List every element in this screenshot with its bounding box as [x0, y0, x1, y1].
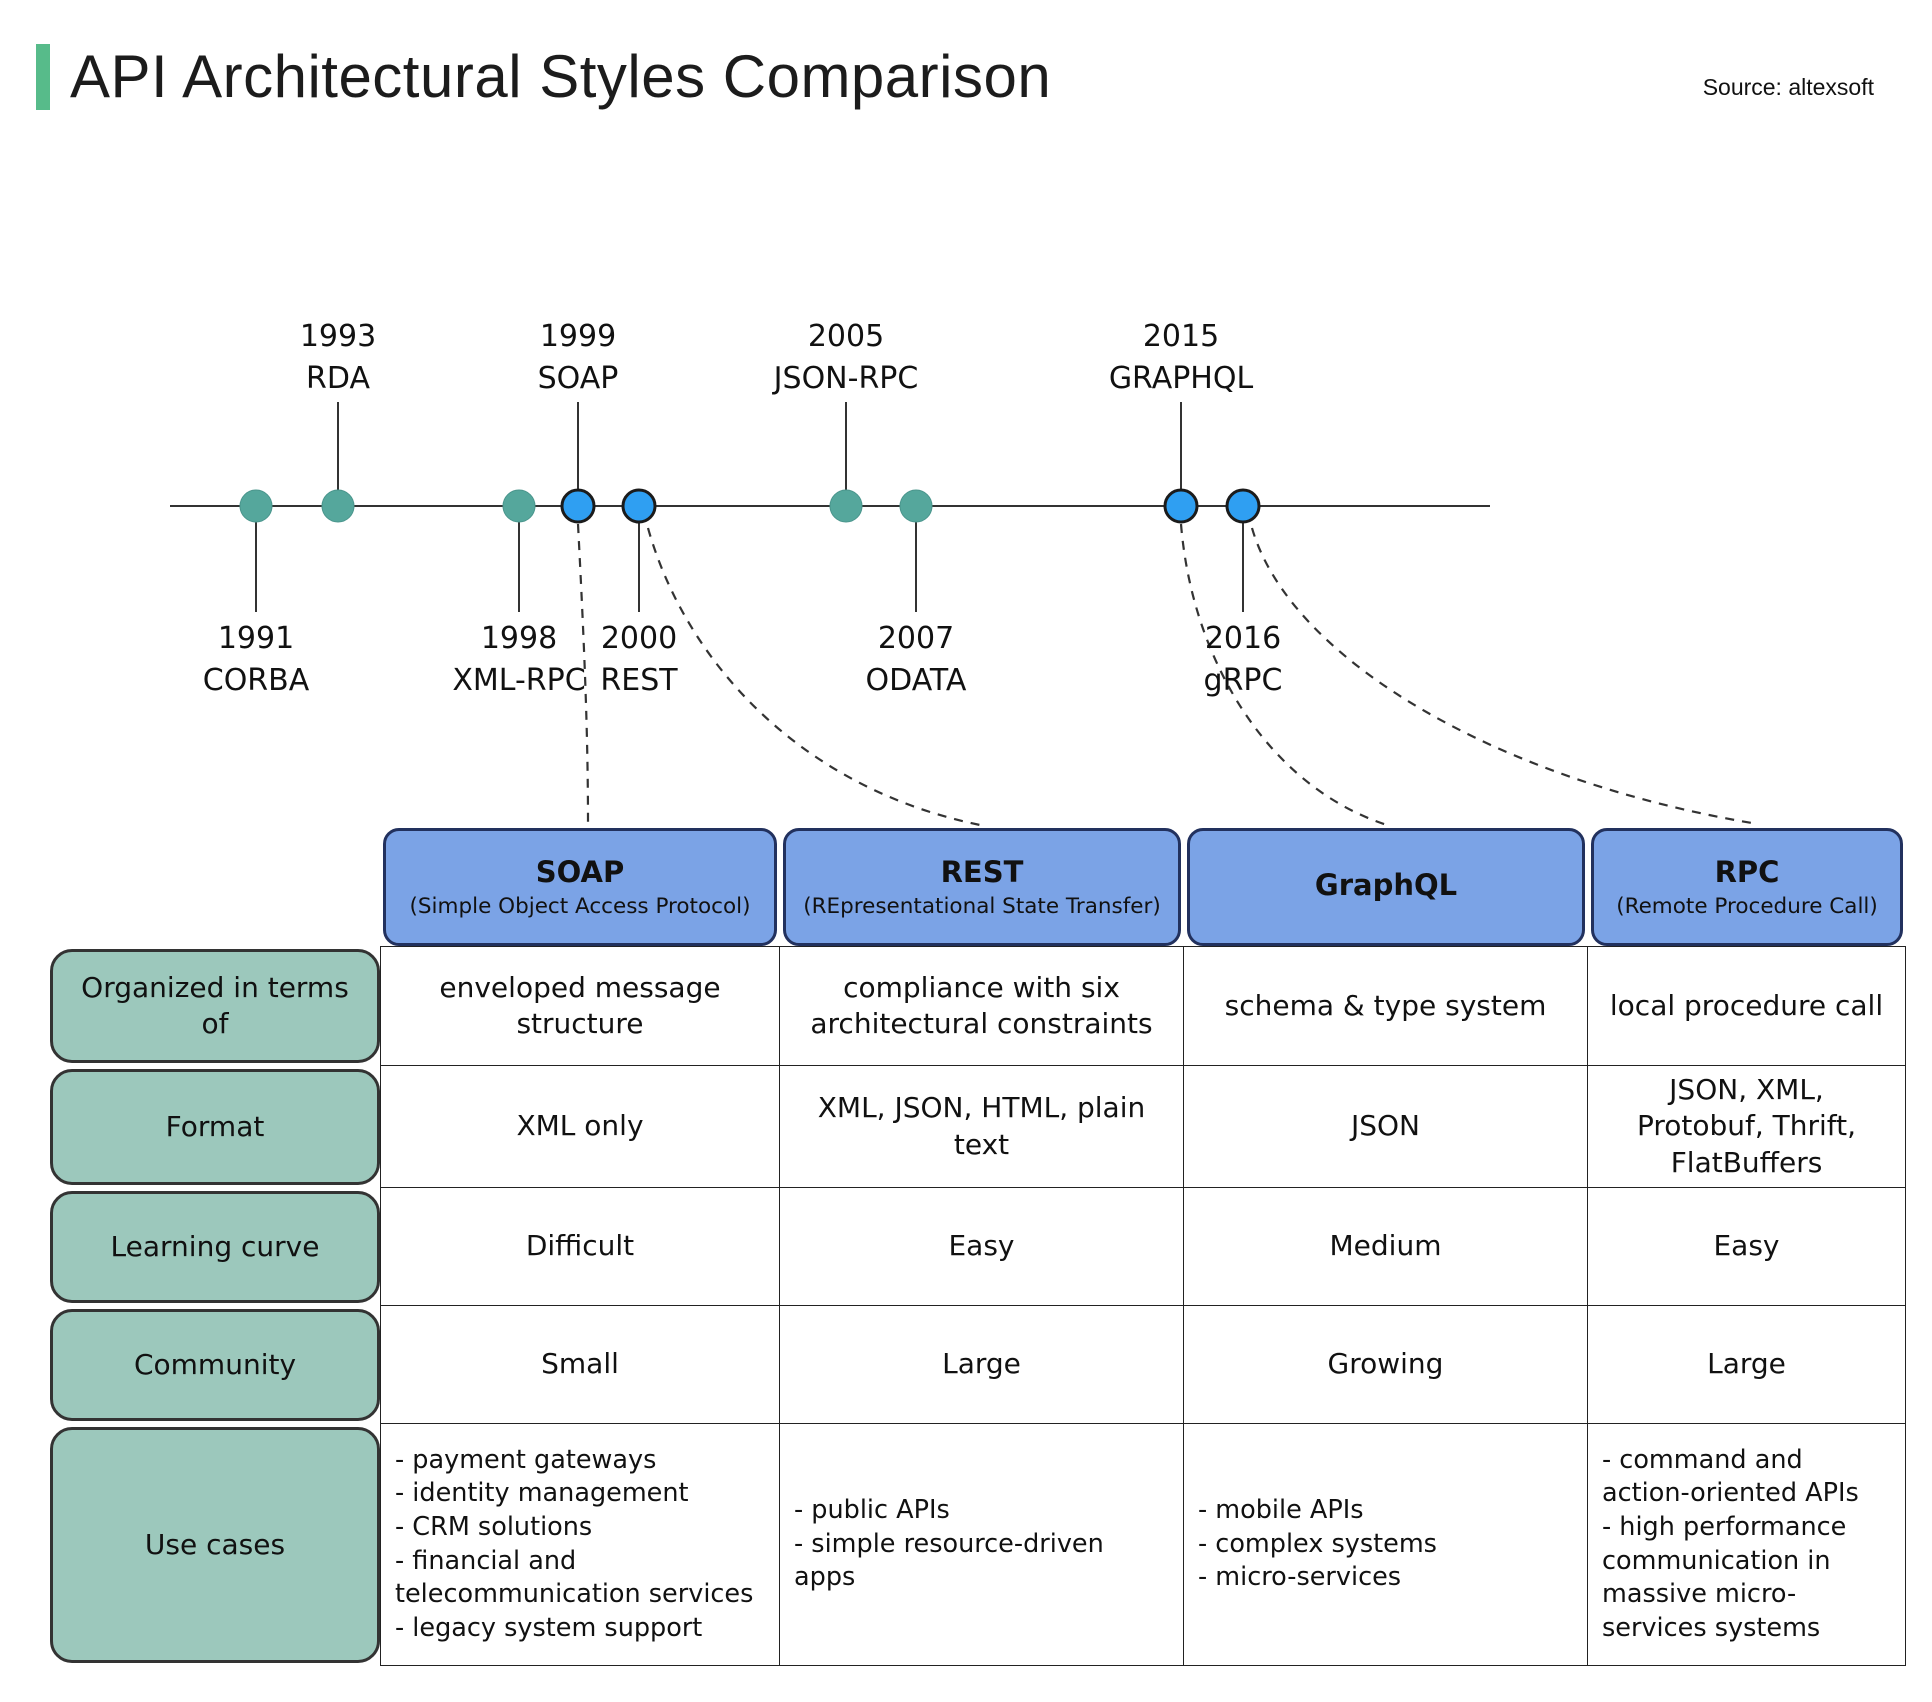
cell-rpc-use-cases: - command and action-oriented APIs - hig…: [1588, 1424, 1906, 1666]
cell-graphql-organized: schema & type system: [1184, 946, 1588, 1066]
comparison-table: SOAP (Simple Object Access Protocol) RES…: [50, 828, 1906, 1666]
row-header-learning-curve: Learning curve: [50, 1191, 380, 1303]
cell-rpc-community: Large: [1588, 1306, 1906, 1424]
cell-rest-format: XML, JSON, HTML, plain text: [780, 1066, 1184, 1188]
source-credit: Source: altexsoft: [1702, 74, 1874, 100]
cell-rest-community: Large: [780, 1306, 1184, 1424]
column-title: RPC: [1714, 855, 1780, 889]
timeline-year: 1991: [217, 621, 295, 656]
cell-graphql-community: Growing: [1184, 1306, 1588, 1424]
row-header-community: Community: [50, 1309, 380, 1421]
cell-soap-community: Small: [380, 1306, 780, 1424]
timeline-name: gRPC: [1203, 663, 1283, 698]
page-header: API Architectural Styles Comparison: [36, 42, 1051, 111]
timeline-name: CORBA: [202, 663, 310, 698]
column-header-rest: REST (REpresentational State Transfer): [783, 828, 1181, 946]
timeline-dot-odata: [899, 489, 933, 523]
cell-graphql-use-cases: - mobile APIs - complex systems - micro-…: [1184, 1424, 1588, 1666]
timeline-name: XML-RPC: [452, 663, 586, 698]
timeline-event-soap: 1999 SOAP: [538, 316, 619, 400]
cell-rest-use-cases: - public APIs - simple resource-driven a…: [780, 1424, 1184, 1666]
cell-rpc-organized: local procedure call: [1588, 946, 1906, 1066]
page-title: API Architectural Styles Comparison: [70, 43, 1052, 110]
row-header-format: Format: [50, 1069, 380, 1185]
timeline-dot-soap: [560, 488, 596, 524]
timeline-dot-xmlrpc: [502, 489, 536, 523]
timeline-name: SOAP: [537, 361, 619, 396]
row-header-organized: Organized in terms of: [50, 949, 380, 1063]
timeline-year: 2015: [1142, 319, 1220, 354]
timeline-name: GRAPHQL: [1108, 361, 1254, 396]
timeline-dot-grpc: [1225, 488, 1261, 524]
timeline-name: RDA: [306, 361, 370, 396]
timeline-event-xmlrpc: 1998 XML-RPC: [452, 618, 585, 702]
timeline-dot-jsonrpc: [829, 489, 863, 523]
cell-soap-use-cases: - payment gateways - identity management…: [380, 1424, 780, 1666]
timeline-event-rda: 1993 RDA: [300, 316, 376, 400]
cell-soap-organized: enveloped message structure: [380, 946, 780, 1066]
cell-soap-format: XML only: [380, 1066, 780, 1188]
cell-rpc-learning: Easy: [1588, 1188, 1906, 1306]
column-header-graphql: GraphQL: [1187, 828, 1585, 946]
timeline-event-jsonrpc: 2005 JSON-RPC: [774, 316, 919, 400]
timeline-year: 2016: [1204, 621, 1282, 656]
timeline-year: 1993: [299, 319, 377, 354]
timeline-event-corba: 1991 CORBA: [203, 618, 310, 702]
cell-rpc-format: JSON, XML, Protobuf, Thrift, FlatBuffers: [1588, 1066, 1906, 1188]
column-header-rpc: RPC (Remote Procedure Call): [1591, 828, 1903, 946]
timeline-dot-rest: [621, 488, 657, 524]
table-corner: [50, 828, 380, 946]
column-subtitle: (Simple Object Access Protocol): [409, 894, 751, 919]
cell-soap-learning: Difficult: [380, 1188, 780, 1306]
timeline-dot-rda: [321, 489, 355, 523]
column-subtitle: (Remote Procedure Call): [1616, 894, 1878, 919]
cell-rest-organized: compliance with six architectural constr…: [780, 946, 1184, 1066]
timeline-dot-corba: [239, 489, 273, 523]
timeline-year: 1999: [539, 319, 617, 354]
cell-graphql-format: JSON: [1184, 1066, 1588, 1188]
timeline-event-graphql: 2015 GRAPHQL: [1109, 316, 1253, 400]
timeline-year: 2005: [807, 319, 885, 354]
timeline-name: ODATA: [865, 663, 967, 698]
column-title: REST: [940, 855, 1024, 889]
timeline-name: REST: [600, 663, 678, 698]
cell-rest-learning: Easy: [780, 1188, 1184, 1306]
timeline-dot-graphql: [1163, 488, 1199, 524]
timeline-event-odata: 2007 ODATA: [866, 618, 967, 702]
cell-graphql-learning: Medium: [1184, 1188, 1588, 1306]
column-subtitle: (REpresentational State Transfer): [803, 894, 1161, 919]
connector-grpc: [1250, 527, 1759, 826]
timeline-name: JSON-RPC: [773, 361, 919, 396]
timeline-year: 2000: [600, 621, 678, 656]
title-accent-bar: [36, 43, 50, 110]
row-header-use-cases: Use cases: [50, 1427, 380, 1663]
timeline-event-grpc: 2016 gRPC: [1204, 618, 1283, 702]
column-title: SOAP: [535, 855, 625, 889]
column-title: GraphQL: [1314, 867, 1458, 902]
timeline-year: 1998: [480, 621, 558, 656]
column-header-soap: SOAP (Simple Object Access Protocol): [383, 828, 777, 946]
timeline-event-rest: 2000 REST: [600, 618, 677, 702]
timeline-year: 2007: [877, 621, 955, 656]
